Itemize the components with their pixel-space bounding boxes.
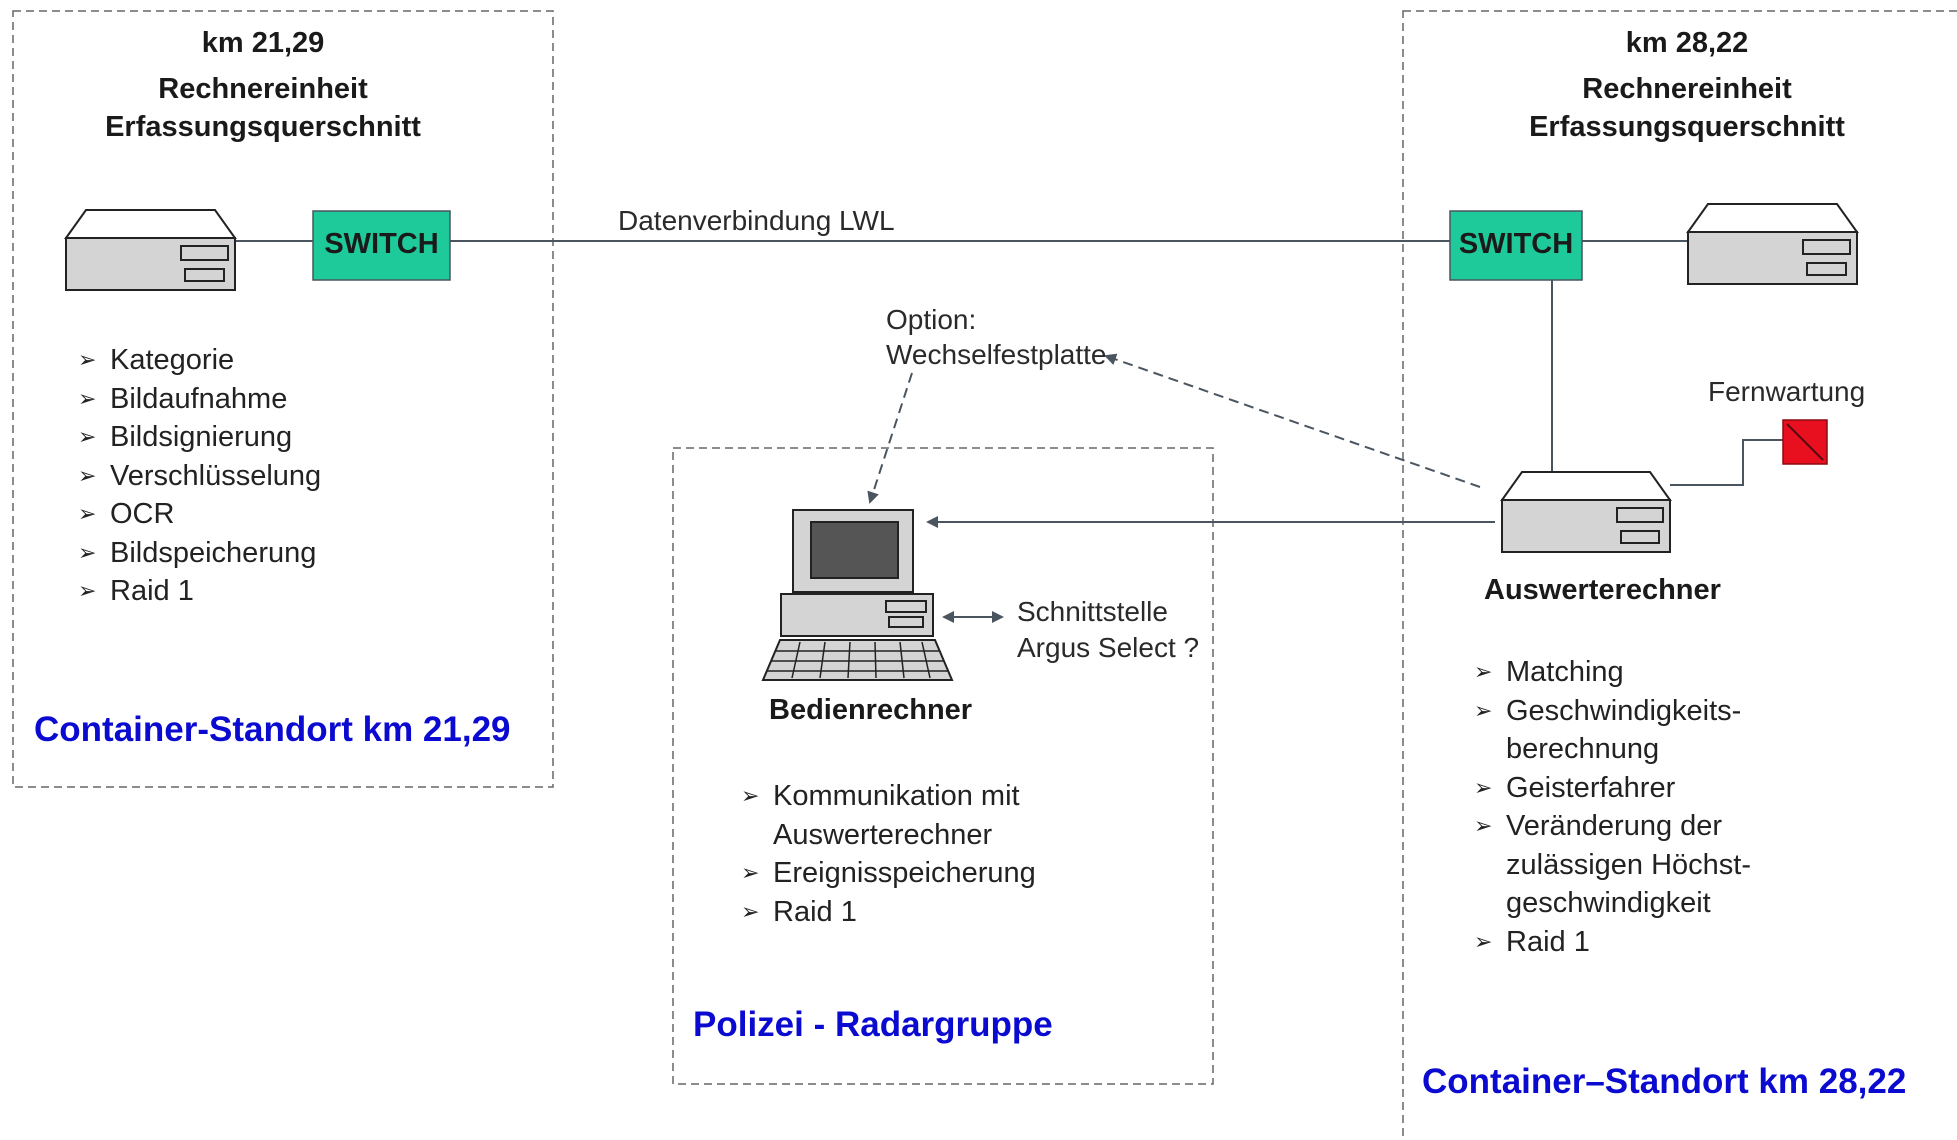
right-unit-title-line2: Erfassungsquerschnitt	[1529, 111, 1845, 143]
left-km-label: km 21,29	[201, 27, 325, 59]
left-switch-box	[312, 210, 451, 281]
list-item-text: Kommunikation mit	[773, 780, 1020, 812]
arrow-bullet-icon: ➢	[1474, 928, 1493, 954]
left-unit-title-line1: Rechnereinheit	[158, 73, 368, 105]
arrow-bullet-icon: ➢	[741, 898, 760, 924]
remote-line	[1670, 439, 1783, 486]
right-server-icon	[1686, 203, 1859, 285]
list-item: ➢ Kategorie	[78, 341, 321, 380]
right-site-label: Container–Standort km 28,22	[1422, 1062, 1907, 1101]
arrow-bullet-icon: ➢	[741, 860, 760, 885]
remote-maintenance-label: Fernwartung	[1708, 376, 1866, 407]
list-item: ➢ Geschwindigkeits-berechnung	[1474, 692, 1751, 769]
left-feature-list: ➢ Kategorie ➢ Bildaufnahme ➢ Bildsignierung ➢ V…	[78, 341, 321, 611]
list-item-text: Bildspeicherung	[110, 536, 317, 569]
list-item: ➢ Ereignisspeicherung	[741, 854, 1036, 893]
left-site-label: Container-Standort km 21,29	[34, 710, 511, 749]
arrow-bullet-icon: ➢	[1474, 813, 1493, 838]
operator-label: Bedienrechner	[769, 694, 973, 726]
arrow-bullet-icon: ➢	[1474, 659, 1493, 684]
list-item-text: zulässigen Höchst-	[1506, 848, 1751, 881]
list-item: ➢ Raid 1	[1474, 923, 1751, 962]
list-item: ➢ Geisterfahrer	[1474, 769, 1751, 808]
list-item: ➢ Verschlüsselung	[78, 457, 321, 496]
list-item-text: Bildaufnahme	[110, 382, 288, 415]
list-item-text: berechnung	[1506, 733, 1660, 765]
list-item-text: Raid 1	[110, 575, 194, 607]
arrow-bullet-icon: ➢	[78, 539, 97, 565]
list-item: ➢ Raid 1	[741, 893, 1036, 932]
list-item: ➢ Bildaufnahme	[78, 380, 321, 419]
list-item-text: OCR	[110, 498, 175, 530]
list-item: ➢ Bildspeicherung	[78, 534, 321, 573]
remote-maintenance-icon	[1782, 419, 1828, 465]
evaluator-label: Auswerterechner	[1484, 574, 1721, 606]
list-item: ➢ OCR	[78, 495, 321, 534]
option-label-line2: Wechselfestplatte	[886, 339, 1107, 370]
list-item-text: Matching	[1506, 656, 1624, 688]
arrow-bullet-icon: ➢	[78, 462, 97, 488]
list-item-text: Bildsignierung	[110, 421, 293, 453]
right-unit-title-line1: Rechnereinheit	[1582, 73, 1792, 105]
interface-label-line1: Schnittstelle	[1017, 596, 1168, 627]
list-item-text: Ereignisspeicherung	[773, 857, 1036, 889]
arrow-bullet-icon: ➢	[78, 424, 97, 449]
evaluator-to-option-dashed-arrow	[1104, 353, 1481, 488]
arrow-bullet-icon: ➢	[1474, 697, 1493, 723]
left-switch-label: SWITCH	[324, 228, 439, 260]
list-item-text: Auswerterechner	[773, 818, 993, 851]
operator-computer-icon	[761, 509, 954, 681]
evaluator-feature-list: ➢ Matching ➢ Geschwindigkeits-berechnung ➢ Ge…	[1474, 653, 1751, 961]
left-container-region	[12, 10, 554, 788]
list-item: ➢ Matching	[1474, 653, 1751, 692]
list-item-text: Veränderung der	[1506, 810, 1723, 842]
left-server-icon	[64, 209, 237, 291]
arrow-bullet-icon: ➢	[78, 385, 97, 411]
right-container-region	[1402, 10, 1957, 1140]
list-item-text: Verschlüsselung	[110, 459, 322, 492]
right-switch-label: SWITCH	[1458, 228, 1574, 260]
data-link-label: Datenverbindung LWL	[618, 205, 895, 236]
list-item-text: Geschwindigkeits-	[1506, 694, 1742, 727]
evaluator-server-icon	[1500, 471, 1672, 553]
police-region	[672, 447, 1214, 1085]
list-item-text: Geisterfahrer	[1506, 771, 1676, 804]
arrow-bullet-icon: ➢	[78, 347, 97, 372]
list-item-text: Raid 1	[773, 895, 857, 928]
right-switch-box	[1449, 210, 1583, 281]
list-item: ➢ Bildsignierung	[78, 418, 321, 457]
left-unit-title-line2: Erfassungsquerschnitt	[105, 111, 421, 143]
list-item-text: Raid 1	[1506, 925, 1590, 958]
interface-label-line2: Argus Select ?	[1017, 632, 1200, 663]
list-item: ➢ Raid 1	[78, 572, 321, 611]
arrow-bullet-icon: ➢	[1474, 774, 1493, 800]
option-to-operator-dashed-arrow	[867, 372, 913, 504]
list-item-text: Kategorie	[110, 344, 235, 376]
right-km-label: km 28,22	[1625, 27, 1749, 59]
arrow-bullet-icon: ➢	[78, 501, 97, 526]
option-label-line1: Option:	[886, 304, 977, 335]
list-item: ➢ Veränderung der zulässigen Höchst-geschw…	[1474, 807, 1751, 923]
arrow-bullet-icon: ➢	[78, 578, 97, 603]
arrow-bullet-icon: ➢	[741, 783, 760, 808]
list-item-text: geschwindigkeit	[1506, 887, 1711, 919]
police-site-label: Polizei - Radargruppe	[693, 1005, 1053, 1044]
